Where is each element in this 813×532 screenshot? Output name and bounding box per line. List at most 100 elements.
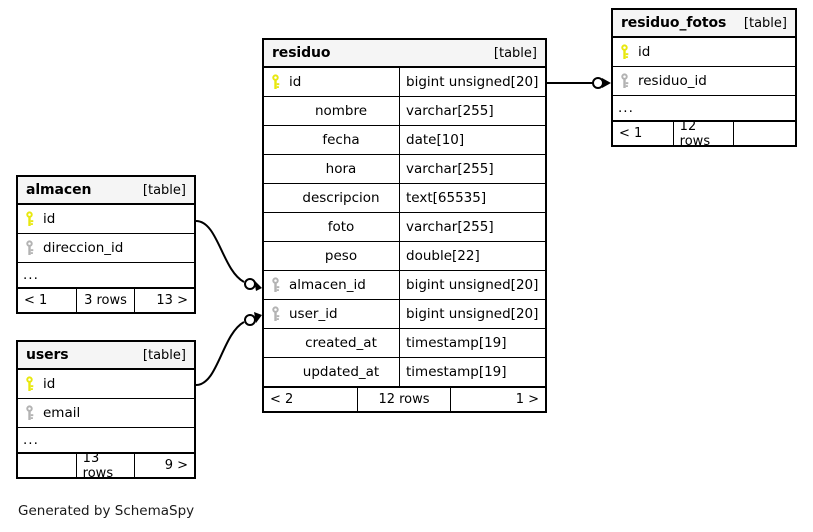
table-header-residuo_fotos: residuo_fotos [table] (613, 10, 795, 38)
column-row-residuo_fotos-id[interactable]: id (613, 38, 795, 67)
column-name-cell: id (264, 68, 399, 96)
column-type-cell: date[10] (399, 126, 545, 154)
column-type-label: double[22] (406, 248, 480, 264)
column-name-cell: direccion_id (18, 234, 194, 262)
column-name-cell: nombre (264, 97, 399, 125)
column-type-label: varchar[255] (406, 219, 494, 235)
column-row-residuo_fotos-residuo_id[interactable]: residuo_id (613, 67, 795, 96)
column-type-label: bigint unsigned[20] (406, 74, 539, 90)
row-count: 3 rows (77, 289, 136, 312)
column-name-label: residuo_id (638, 73, 707, 89)
crowsfoot-arrow (254, 280, 262, 291)
foreign-key-icon (270, 306, 281, 322)
primary-key-icon (24, 211, 35, 227)
column-type-label: varchar[255] (406, 161, 494, 177)
column-row-residuo-descripcion[interactable]: descripcion text[65535] (264, 184, 545, 213)
table-header-users: users [table] (18, 342, 194, 370)
column-type-cell: bigint unsigned[20] (399, 271, 545, 299)
column-name-cell: id (613, 38, 795, 66)
column-row-residuo-hora[interactable]: hora varchar[255] (264, 155, 545, 184)
table-kind-label: [table] (142, 182, 186, 198)
column-name-label: hora (325, 161, 357, 177)
column-name-cell: peso (264, 242, 399, 270)
column-type-cell: double[22] (399, 242, 545, 270)
table-header-almacen: almacen [table] (18, 177, 194, 205)
column-row-almacen-id[interactable]: id (18, 205, 194, 234)
column-row-residuo-peso[interactable]: peso double[22] (264, 242, 545, 271)
column-row-residuo-user_id[interactable]: user_id bigint unsigned[20] (264, 300, 545, 329)
child-relations-count[interactable]: 1 > (515, 392, 539, 407)
table-kind-label: [table] (142, 347, 186, 363)
column-type-label: timestamp[19] (406, 335, 507, 351)
column-name-cell: hora (264, 155, 399, 183)
column-row-almacen-direccion_id[interactable]: direccion_id (18, 234, 194, 263)
column-row-residuo-created_at[interactable]: created_at timestamp[19] (264, 329, 545, 358)
column-name-label: foto (327, 219, 355, 235)
optional-endpoint-circle (244, 278, 256, 290)
column-name-label: direccion_id (43, 240, 124, 256)
column-type-cell: varchar[255] (399, 213, 545, 241)
relationship-almacen-to-residuo[interactable] (195, 220, 262, 291)
child-relations-count[interactable]: 9 > (164, 458, 188, 473)
table-node-residuo[interactable]: residuo[table]id bigint unsigned[20] nombr… (262, 38, 547, 413)
column-name-cell: foto (264, 213, 399, 241)
column-type-label: timestamp[19] (406, 364, 507, 380)
table-kind-label: [table] (493, 45, 537, 61)
column-type-label: bigint unsigned[20] (406, 306, 539, 322)
column-type-label: date[10] (406, 132, 465, 148)
column-name-cell: user_id (264, 300, 399, 328)
parent-relations-count[interactable]: < 1 (613, 122, 674, 145)
column-type-cell: varchar[255] (399, 97, 545, 125)
column-type-label: varchar[255] (406, 103, 494, 119)
column-row-residuo-id[interactable]: id bigint unsigned[20] (264, 68, 545, 97)
parent-relations-count[interactable]: < 2 (264, 388, 358, 411)
column-name-label: nombre (314, 103, 368, 119)
column-row-users-id[interactable]: id (18, 370, 194, 399)
table-kind-label: [table] (743, 15, 787, 31)
table-title: users (26, 347, 69, 363)
child-relations-count[interactable]: 13 > (156, 293, 188, 308)
relationship-line (195, 321, 245, 386)
column-name-cell: residuo_id (613, 67, 795, 95)
column-name-label: descripcion (302, 190, 380, 206)
column-name-label: updated_at (302, 364, 380, 380)
column-name-label: created_at (305, 335, 377, 351)
column-row-residuo-updated_at[interactable]: updated_at timestamp[19] (264, 358, 545, 387)
column-name-cell: descripcion (264, 184, 399, 212)
column-name-label: fecha (322, 132, 360, 148)
child-relations-count[interactable] (734, 122, 795, 145)
column-row-residuo-fecha[interactable]: fecha date[10] (264, 126, 545, 155)
column-type-cell: timestamp[19] (399, 358, 545, 386)
parent-relations-count[interactable] (18, 454, 77, 477)
column-name-cell: id (18, 205, 194, 233)
column-row-residuo-nombre[interactable]: nombre varchar[255] (264, 97, 545, 126)
relationship-users-to-residuo[interactable] (195, 312, 262, 386)
parent-relations-count[interactable]: < 1 (18, 289, 77, 312)
more-columns-ellipsis[interactable]: ... (18, 428, 194, 453)
column-row-residuo-foto[interactable]: foto varchar[255] (264, 213, 545, 242)
column-type-cell: text[65535] (399, 184, 545, 212)
relationship-residuo-to-residuo-fotos[interactable] (547, 77, 611, 89)
more-columns-ellipsis[interactable]: ... (613, 96, 795, 121)
column-name-label: id (43, 211, 56, 227)
primary-key-icon (619, 44, 630, 60)
table-title: almacen (26, 182, 92, 198)
table-header-residuo: residuo[table] (264, 40, 545, 68)
column-name-cell: created_at (264, 329, 399, 357)
row-count: 12 rows (358, 388, 452, 411)
column-name-cell: email (18, 399, 194, 427)
column-name-label: id (43, 376, 56, 392)
column-row-users-email[interactable]: email (18, 399, 194, 428)
foreign-key-icon (24, 240, 35, 256)
row-count: 12 rows (674, 119, 735, 149)
table-title: residuo_fotos (621, 15, 727, 31)
more-columns-ellipsis[interactable]: ... (18, 263, 194, 288)
